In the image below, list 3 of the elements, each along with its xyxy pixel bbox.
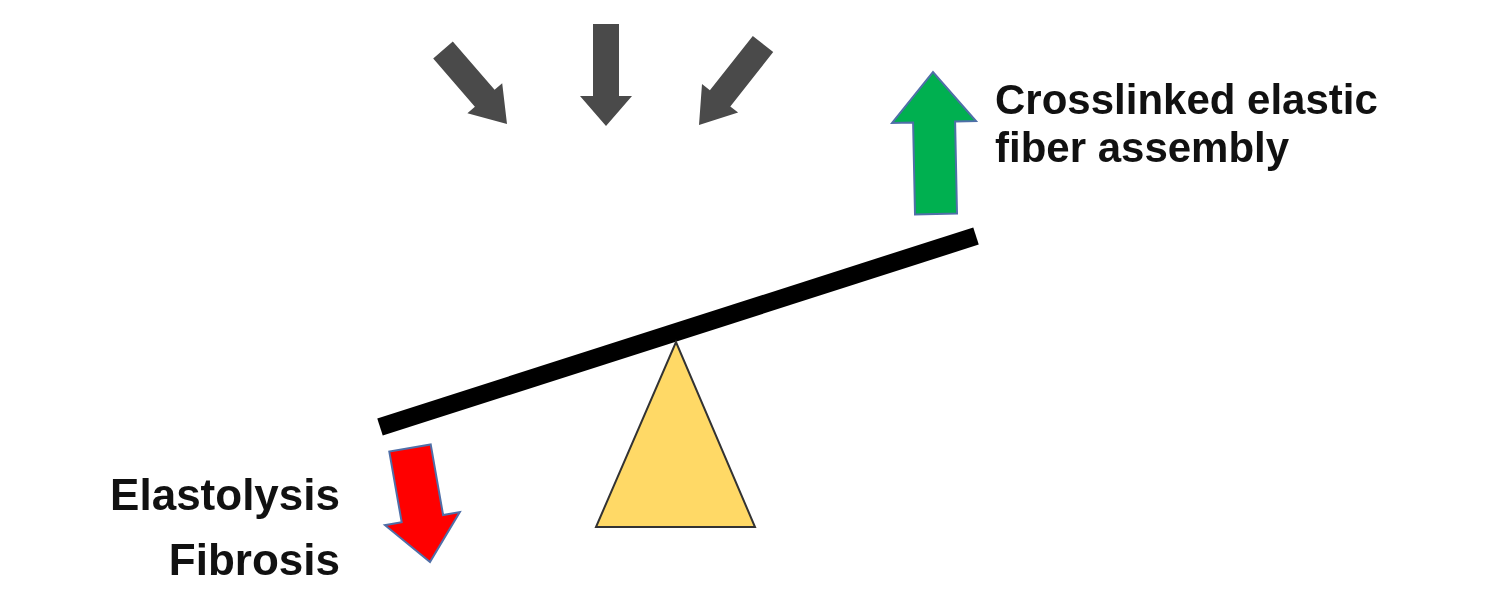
outcome-label: Fibrosis [168, 535, 340, 586]
outcome-label: Elastolysis [110, 470, 340, 521]
outcome-label: Crosslinked elastic fiber assembly [995, 76, 1379, 173]
